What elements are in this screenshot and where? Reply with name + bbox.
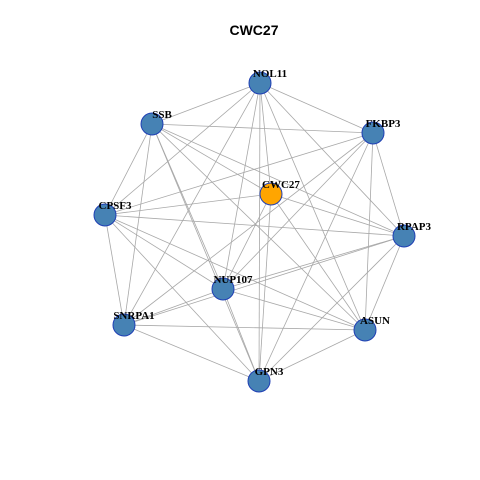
edge-nol11-nup107 — [222, 82, 261, 290]
node-label-snrpa1: SNRPA1 — [113, 310, 154, 322]
edge-layer — [104, 82, 405, 382]
edge-nol11-cwc27 — [259, 82, 272, 195]
node-snrpa1 — [112, 313, 136, 337]
edge-fkbp3-nup107 — [222, 132, 374, 290]
node-gpn3 — [247, 369, 271, 393]
edge-ssb-gpn3 — [151, 123, 260, 382]
edge-snrpa1-gpn3 — [123, 324, 260, 382]
edge-cpsf3-rpap3 — [104, 214, 405, 237]
edge-cwc27-cpsf3 — [104, 193, 272, 216]
edge-fkbp3-cpsf3 — [104, 132, 374, 216]
node-label-rpap3: RPAP3 — [397, 221, 432, 233]
node-label-gpn3: GPN3 — [255, 366, 284, 378]
edge-cpsf3-gpn3 — [104, 214, 260, 382]
edge-cpsf3-nup107 — [104, 214, 224, 290]
node-label-nup107: NUP107 — [213, 274, 253, 286]
edge-fkbp3-gpn3 — [258, 132, 374, 382]
edge-nup107-gpn3 — [222, 288, 260, 382]
node-label-ssb: SSB — [152, 109, 172, 121]
edge-rpap3-snrpa1 — [123, 235, 405, 326]
edge-cwc27-nup107 — [222, 193, 272, 290]
node-rpap3 — [392, 224, 416, 248]
edge-rpap3-nup107 — [222, 235, 405, 290]
edge-fkbp3-asun — [364, 132, 374, 331]
node-label-nol11: NOL11 — [253, 68, 287, 80]
edge-fkbp3-snrpa1 — [123, 132, 374, 326]
edge-nol11-rpap3 — [259, 82, 405, 237]
edge-cpsf3-snrpa1 — [104, 214, 125, 326]
edge-nol11-cpsf3 — [104, 82, 261, 216]
edge-nup107-snrpa1 — [123, 288, 224, 326]
node-label-cwc27: CWC27 — [262, 179, 300, 191]
edge-ssb-rpap3 — [151, 123, 405, 237]
edge-asun-gpn3 — [258, 329, 366, 382]
edge-cpsf3-asun — [104, 214, 366, 331]
edge-rpap3-asun — [364, 235, 405, 331]
node-cpsf3 — [93, 203, 117, 227]
node-asun — [353, 318, 377, 342]
edge-cwc27-rpap3 — [270, 193, 405, 237]
edge-cwc27-asun — [270, 193, 366, 331]
node-layer — [93, 71, 416, 393]
edge-nol11-gpn3 — [258, 82, 261, 382]
node-nup107 — [211, 277, 235, 301]
edge-nol11-asun — [259, 82, 366, 331]
edge-snrpa1-asun — [123, 324, 366, 331]
edge-nol11-fkbp3 — [259, 82, 374, 134]
node-label-cpsf3: CPSF3 — [99, 200, 133, 212]
node-cwc27 — [259, 182, 283, 206]
node-label-fkbp3: FKBP3 — [366, 118, 401, 130]
edge-rpap3-gpn3 — [258, 235, 405, 382]
edge-ssb-cwc27 — [151, 123, 272, 195]
node-label-asun: ASUN — [360, 315, 390, 327]
edge-ssb-cpsf3 — [104, 123, 153, 216]
edge-nup107-asun — [222, 288, 366, 331]
edge-fkbp3-rpap3 — [372, 132, 405, 237]
edge-ssb-snrpa1 — [123, 123, 153, 326]
edge-ssb-asun — [151, 123, 366, 331]
node-fkbp3 — [361, 121, 385, 145]
edge-cwc27-gpn3 — [258, 193, 272, 382]
edge-nol11-ssb — [151, 82, 261, 125]
graph-title: CWC27 — [229, 22, 278, 38]
node-ssb — [140, 112, 164, 136]
node-nol11 — [248, 71, 272, 95]
edge-ssb-fkbp3 — [151, 123, 374, 134]
